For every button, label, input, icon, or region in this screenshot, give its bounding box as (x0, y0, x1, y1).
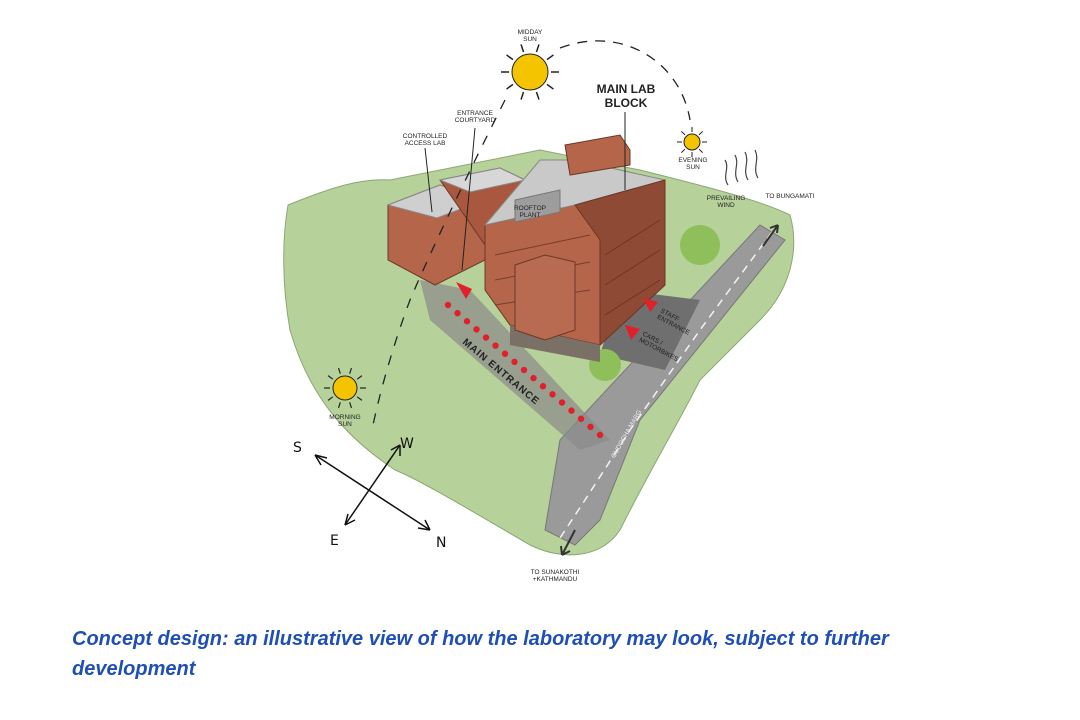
entrance-marker-dot (463, 318, 471, 325)
compass-west-label: W (400, 436, 414, 452)
compass-rose (314, 444, 431, 531)
entrance-marker-dot (558, 399, 566, 406)
entrance-marker-dot (501, 350, 509, 357)
road-centre-line (559, 231, 773, 539)
compass-south-label: S (293, 440, 302, 456)
entrance-marker-dot (473, 326, 480, 333)
staff-entrance-marker (643, 298, 658, 312)
main-lab-block-building (483, 134, 666, 362)
entrance-marker-dot (520, 366, 528, 374)
morning-sun-icon (324, 367, 366, 409)
entrance-marker-dot (596, 431, 604, 439)
to-bungamati-label: TO BUNGAMATI (766, 193, 815, 200)
figure-caption: Concept design: an illustrative view of … (72, 628, 889, 680)
arrow-to-bungamati (762, 224, 779, 247)
cars-motorbikes-marker (625, 325, 640, 340)
entrance-marker-dot (577, 415, 585, 422)
compass-north-label: N (436, 535, 446, 551)
entrance-marker-dot (568, 407, 575, 414)
compass-east-label: E (330, 533, 339, 549)
entrance-marker-dot (539, 383, 547, 390)
entrance-marker-dot (454, 309, 461, 317)
entrance-marker-dot (444, 301, 452, 309)
arrow-to-sunakothi (560, 529, 576, 556)
entrance-marker-dot (530, 374, 537, 382)
road (544, 224, 786, 546)
sun-path-arc (559, 40, 691, 121)
entrance-marker-dot (482, 334, 490, 341)
evening-sun-icon (677, 127, 707, 157)
entrance-marker-dot (492, 342, 499, 349)
entrance-marker-dot (549, 391, 556, 398)
entrance-path-markers (444, 301, 604, 439)
leader-lines (424, 112, 626, 271)
midday-sun-icon (501, 44, 559, 100)
entrance-marker-dot (511, 358, 518, 366)
entrance-marker-dot (587, 423, 594, 431)
to-sunakothi-label: TO SUNAKOTHI+KATHMANDU (531, 569, 580, 583)
entrance-courtyard-marker (456, 282, 472, 299)
prevailing-wind-icon (724, 149, 759, 186)
